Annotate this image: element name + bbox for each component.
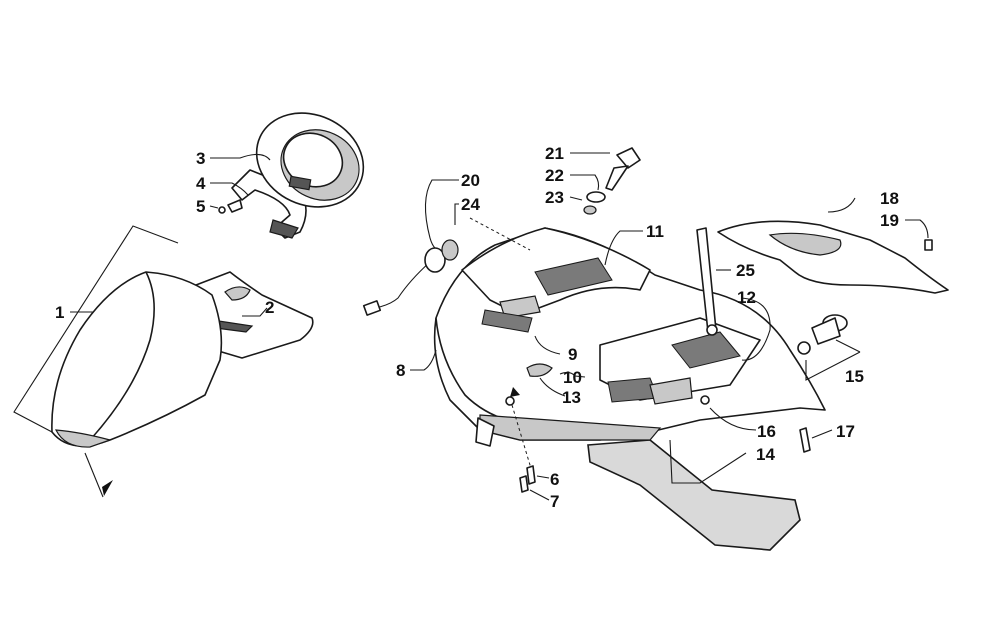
- decal-11: [534, 257, 613, 296]
- decal-12: [671, 331, 741, 369]
- wiring-harness: [362, 217, 531, 316]
- callout-9: 9: [568, 345, 577, 364]
- callout-5: 5: [196, 197, 205, 216]
- callout-15: 15: [845, 367, 864, 386]
- callout-14: 14: [756, 445, 775, 464]
- console-assembly: [433, 227, 826, 551]
- arrow-marker-left: [102, 480, 113, 496]
- callout-12: 12: [737, 288, 756, 307]
- front-fender-assembly: [13, 112, 365, 498]
- callout-4: 4: [196, 174, 206, 193]
- callout-10: 10: [563, 368, 582, 387]
- callout-2: 2: [265, 298, 274, 317]
- callout-19: 19: [880, 211, 899, 230]
- callout-20: 20: [461, 171, 480, 190]
- callout-23: 23: [545, 188, 564, 207]
- callout-1: 1: [55, 303, 64, 322]
- callout-21: 21: [545, 144, 564, 163]
- rear-grab-handle: [717, 220, 949, 294]
- callout-22: 22: [545, 166, 564, 185]
- callout-labels: 1 2 3 4 5 6 7 8 9 10 11 12 13 14 15 16 1…: [55, 144, 899, 511]
- callout-18: 18: [880, 189, 899, 208]
- callout-24: 24: [461, 195, 480, 214]
- foam-pad: [587, 439, 801, 551]
- callout-25: 25: [736, 261, 755, 280]
- callout-6: 6: [550, 470, 559, 489]
- leader-lines: [209, 152, 929, 501]
- power-socket: [797, 314, 848, 355]
- callout-17: 17: [836, 422, 855, 441]
- callout-11: 11: [646, 222, 664, 241]
- ignition-key: [583, 147, 641, 215]
- callout-7: 7: [550, 492, 559, 511]
- plug-13: [526, 363, 553, 377]
- callout-13: 13: [562, 388, 581, 407]
- arrow-marker-console: [510, 387, 520, 397]
- decal-10: [607, 377, 659, 403]
- callout-16: 16: [757, 422, 776, 441]
- callout-8: 8: [396, 361, 405, 380]
- decal-9: [481, 309, 533, 333]
- callout-3: 3: [196, 149, 205, 168]
